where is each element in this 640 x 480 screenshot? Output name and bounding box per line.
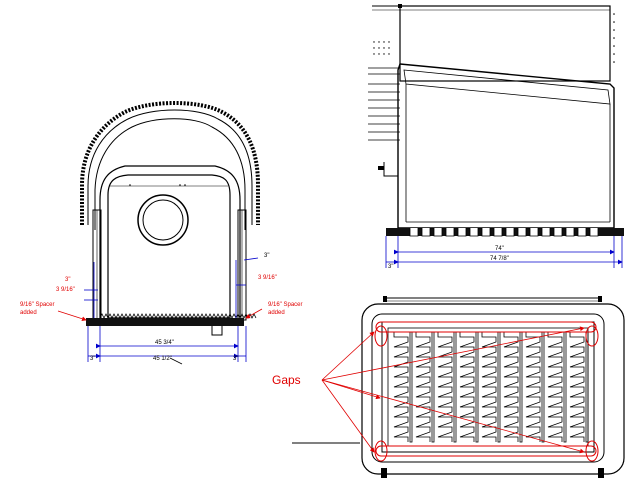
plan-outer (361, 303, 625, 475)
plan-coils (393, 331, 589, 443)
coil-bar (497, 331, 501, 443)
coil-module (437, 332, 453, 442)
front-view: 3" 3 9/16" 3" 3 9/16" 9/16" Spacer added… (20, 101, 303, 365)
front-red-arrows (57, 308, 263, 322)
front-arch-inner2 (94, 118, 246, 230)
side-dim-74-7-8: 74 7/8" (490, 256, 509, 262)
spacer-right-line1: 9/16" Spacer (268, 302, 303, 308)
gap-markers (374, 321, 599, 462)
dim-3-9-16-right: 3 9/16" (258, 275, 277, 281)
spacer-left-line2: added (20, 310, 37, 316)
front-dimensions (84, 257, 259, 365)
coil-bar (519, 331, 523, 443)
coil-module (415, 332, 431, 442)
coil-bar (541, 331, 545, 443)
front-arch-outer (80, 101, 260, 225)
coil-bar (431, 331, 435, 443)
coil-bar (409, 331, 413, 443)
gaps-arrows (321, 326, 585, 454)
front-base (86, 318, 244, 326)
front-shell (99, 165, 241, 320)
side-dim-3: 3" (388, 264, 393, 270)
front-arch-inner (87, 109, 253, 225)
side-dim-74: 74" (495, 246, 504, 252)
side-base-teeth (409, 227, 599, 237)
porthole-outer (137, 194, 189, 246)
dim-inner: 45 3/4" (155, 340, 174, 346)
door-panel (107, 174, 231, 319)
spacer-left-line1: 9/16" Spacer (20, 302, 55, 308)
coil-module (569, 332, 585, 442)
dim-bottom-left: 3" (90, 356, 95, 362)
side-body (397, 63, 615, 229)
side-base (386, 228, 624, 236)
coil-module (525, 332, 541, 442)
front-base-teeth (99, 313, 257, 319)
coil-bar (585, 331, 589, 443)
dim-3-right: 3" (264, 253, 269, 259)
dim-outer: 45 1/2" (153, 356, 172, 362)
dim-3-left: 3" (65, 277, 70, 283)
gaps-label: Gaps (272, 373, 301, 387)
dim-bottom-right: 3" (233, 356, 238, 362)
coil-bar (563, 331, 567, 443)
coil-module (503, 332, 519, 442)
coil-module (393, 332, 409, 442)
porthole-inner (142, 199, 184, 241)
spacer-right-line2: added (268, 310, 285, 316)
coil-module (547, 332, 563, 442)
coil-bar (453, 331, 457, 443)
dim-3-9-16-left: 3 9/16" (56, 287, 75, 293)
coil-module (459, 332, 475, 442)
coil-bar (475, 331, 479, 443)
side-view: 74" 74 7/8" 3" (368, 4, 624, 270)
side-upper-box (399, 5, 611, 82)
coil-module (481, 332, 497, 442)
plan-frame (371, 313, 605, 463)
plan-view: Gaps (272, 296, 625, 478)
